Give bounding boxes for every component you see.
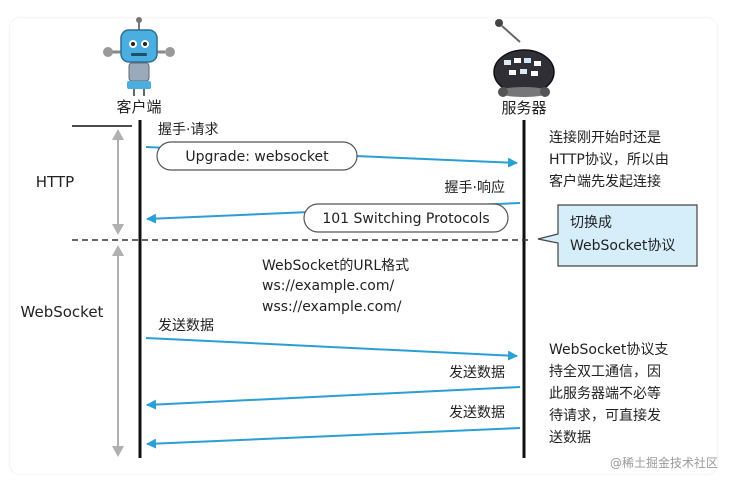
ws-note-line-2: 持全双工通信，因 [549, 363, 661, 380]
server-send-label-2: 发送数据 [449, 405, 505, 421]
client-send-arrow [145, 337, 518, 361]
client-send-label: 发送数据 [158, 318, 214, 334]
http-phase-arrow [112, 129, 124, 235]
http-note-line-3: 客户端先发起连接 [549, 173, 661, 190]
handshake-request-label: 握手·请求 [158, 122, 218, 138]
http-phase-label: HTTP [36, 173, 74, 191]
handshake-response-label: 握手·响应 [445, 179, 505, 196]
server-send-label-1: 发送数据 [449, 365, 505, 381]
server-send-arrow-2 [146, 427, 521, 449]
ws-note-line-1: WebSocket协议支 [549, 342, 668, 358]
server-label: 服务器 [501, 99, 546, 117]
websocket-phase-label: WebSocket [21, 303, 104, 321]
server-send-arrow-1 [146, 386, 521, 410]
ws-note-line-4: 待请求，可直接发 [549, 407, 661, 424]
upgrade-header-text: Upgrade: websocket [185, 149, 329, 165]
switching-protocols-box [303, 203, 509, 233]
client-label: 客户端 [116, 98, 161, 116]
server-robot-icon [493, 19, 555, 97]
switch-note-line-2: WebSocket协议 [570, 238, 675, 254]
client-robot-icon [103, 17, 175, 96]
http-note-line-1: 连接刚开始时还是 [549, 129, 661, 146]
websocket-phase-arrow [112, 245, 124, 457]
url-format-title: WebSocket的URL格式 [262, 258, 409, 274]
switch-note-callout [537, 204, 698, 267]
url-format-ws: ws://example.com/ [262, 278, 395, 294]
ws-note-line-3: 此服务器端不必等 [549, 385, 661, 402]
watermark: @稀土掘金技术社区 [610, 455, 718, 470]
switch-note-line-1: 切换成 [570, 214, 612, 231]
ws-note-line-5: 送数据 [549, 430, 591, 446]
upgrade-header-box [156, 141, 358, 171]
url-format-wss: wss://example.com/ [262, 299, 402, 315]
http-note-line-2: HTTP协议，所以由 [549, 152, 669, 168]
switching-protocols-text: 101 Switching Protocols [322, 211, 489, 227]
